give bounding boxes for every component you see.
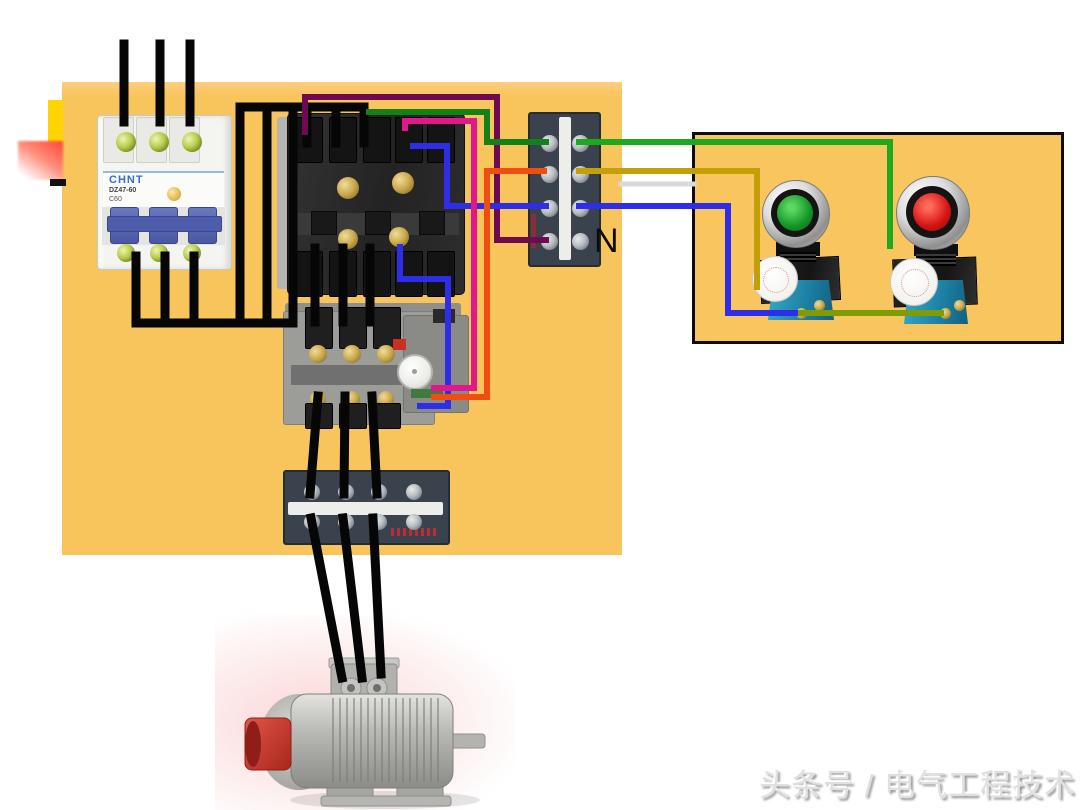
relay-terminal bbox=[305, 307, 333, 349]
terminal-screw bbox=[371, 514, 387, 530]
ac-contactor bbox=[277, 113, 465, 297]
relay-terminal bbox=[339, 403, 367, 429]
motor-body bbox=[290, 693, 454, 789]
control-terminal-block bbox=[528, 112, 601, 267]
thermal-overload-relay bbox=[283, 303, 470, 431]
terminal-screw bbox=[149, 132, 169, 152]
relay-tab bbox=[433, 309, 455, 323]
terminal-screw bbox=[304, 484, 320, 500]
terminal-screw bbox=[183, 244, 201, 262]
breaker-handle-tiebar[interactable] bbox=[107, 216, 222, 232]
contactor-terminal bbox=[395, 251, 423, 297]
relay-terminal bbox=[373, 403, 401, 429]
breaker-brand: CHNT bbox=[109, 174, 144, 186]
stop-button-cap[interactable] bbox=[913, 193, 951, 231]
contactor-terminal bbox=[395, 117, 423, 163]
contactor-terminal bbox=[363, 251, 391, 297]
circuit-breaker: CHNT DZ47-60 C60 bbox=[97, 115, 232, 270]
contactor-slot bbox=[365, 211, 391, 235]
terminal-screw bbox=[392, 172, 414, 194]
terminal-screw bbox=[541, 166, 558, 183]
terminal-screw bbox=[796, 308, 807, 319]
terminal-screw bbox=[150, 244, 168, 262]
neutral-label: N bbox=[594, 222, 619, 260]
button-label-disc bbox=[890, 258, 938, 306]
contactor-terminal bbox=[329, 251, 357, 297]
terminal-screw bbox=[304, 514, 320, 530]
terminal-screw bbox=[406, 484, 422, 500]
terminal-screw bbox=[954, 300, 965, 311]
relay-current-dial[interactable] bbox=[397, 354, 433, 390]
slide-decoration-dash bbox=[50, 179, 66, 186]
start-button-cap[interactable] bbox=[777, 195, 813, 231]
slide-decoration-yellow bbox=[48, 100, 63, 142]
power-terminal-block bbox=[283, 470, 450, 545]
cable-gland-hole bbox=[373, 684, 381, 692]
cable-gland-hole bbox=[347, 684, 355, 692]
slide-decoration-red bbox=[18, 141, 63, 180]
terminal-block-strip bbox=[288, 502, 443, 515]
terminal-screw bbox=[338, 229, 358, 249]
motor-baseplate bbox=[320, 795, 452, 807]
terminal-screw bbox=[338, 514, 354, 530]
terminal-screw bbox=[371, 484, 387, 500]
certification-mark bbox=[167, 187, 181, 201]
contactor-slot bbox=[311, 211, 337, 235]
breaker-label: CHNT DZ47-60 C60 bbox=[103, 171, 224, 209]
terminal-screw bbox=[337, 177, 359, 199]
terminal-screw bbox=[572, 233, 589, 250]
terminal-screw bbox=[541, 200, 558, 217]
contactor-terminal bbox=[295, 251, 323, 297]
motor-fins bbox=[332, 698, 439, 782]
button-label-disc bbox=[752, 256, 798, 302]
terminal-block-strip bbox=[559, 117, 571, 260]
brand-marking bbox=[531, 214, 536, 248]
terminal-screw bbox=[116, 132, 136, 152]
terminal-screw bbox=[309, 345, 327, 363]
terminal-screw bbox=[572, 135, 589, 152]
relay-terminal bbox=[305, 403, 333, 429]
watermark: 头条号 / 电气工程技术 bbox=[759, 768, 1076, 803]
terminal-screw bbox=[541, 135, 558, 152]
terminal-screw bbox=[182, 132, 202, 152]
relay-midband bbox=[291, 365, 407, 385]
terminal-screw bbox=[406, 514, 422, 530]
pushbutton-enclosure bbox=[692, 132, 1064, 344]
breaker-model: DZ47-60 bbox=[109, 187, 137, 194]
contactor-terminal bbox=[329, 117, 357, 163]
terminal-screw bbox=[389, 227, 409, 247]
motor-red-cap-end bbox=[245, 721, 261, 767]
terminal-screw bbox=[377, 345, 395, 363]
terminal-screw bbox=[343, 345, 361, 363]
relay-terminal bbox=[339, 307, 367, 349]
terminal-screw bbox=[338, 484, 354, 500]
brand-marking bbox=[391, 528, 437, 536]
terminal-screw bbox=[541, 233, 558, 250]
relay-pcb bbox=[411, 389, 443, 398]
terminal-screw bbox=[572, 166, 589, 183]
terminal-screw bbox=[940, 308, 951, 319]
contactor-terminal bbox=[295, 117, 323, 163]
stop-button[interactable] bbox=[884, 172, 980, 340]
start-button[interactable] bbox=[752, 178, 844, 338]
contactor-terminal bbox=[363, 117, 391, 163]
relay-reset-button[interactable] bbox=[393, 339, 406, 350]
contactor-terminal bbox=[427, 117, 455, 163]
contactor-slot bbox=[419, 211, 445, 235]
terminal-screw bbox=[117, 244, 135, 262]
breaker-rating: C60 bbox=[109, 196, 122, 203]
three-phase-motor bbox=[244, 657, 486, 809]
contactor-terminal bbox=[427, 251, 455, 297]
terminal-screw bbox=[814, 300, 825, 311]
terminal-screw bbox=[572, 200, 589, 217]
